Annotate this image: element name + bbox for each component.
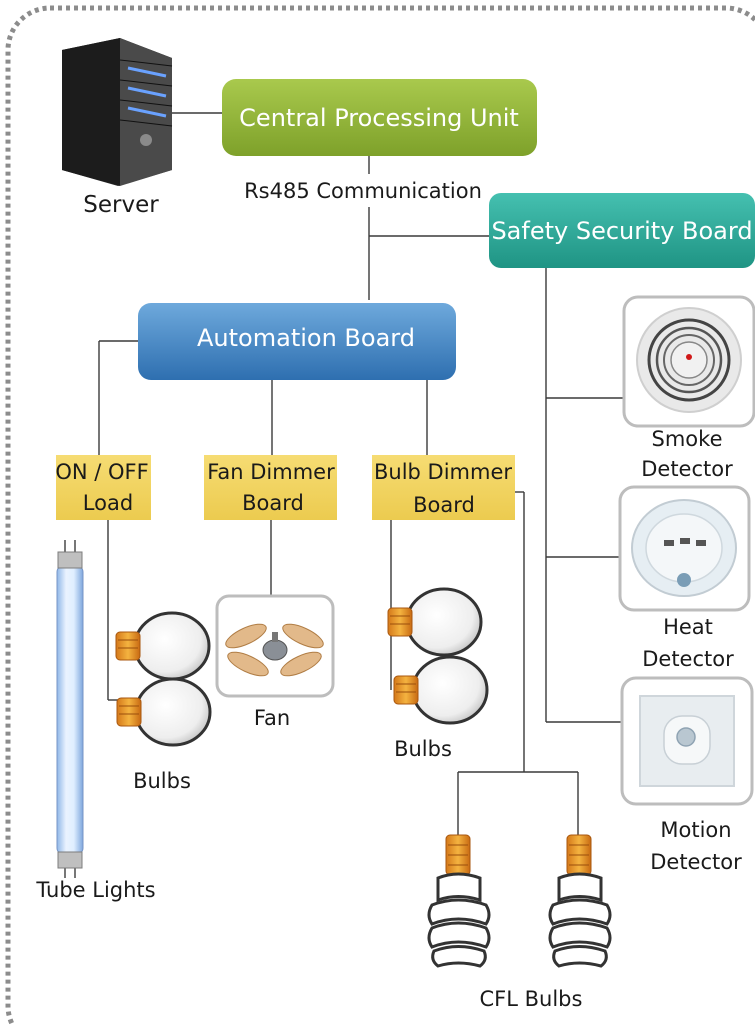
connector-lines — [98, 112, 624, 835]
cfl-bulb-icon — [427, 834, 491, 968]
tube-light-icon — [56, 540, 84, 878]
bulb-icon — [116, 677, 212, 747]
bulbs-left-label: Bulbs — [133, 769, 191, 793]
rs485-label: Rs485 Communication — [244, 179, 482, 203]
tube-lights-label: Tube Lights — [35, 878, 155, 902]
bulb-dimmer-box: Bulb Dimmer Board — [372, 455, 515, 520]
heat-label-line1: Heat — [663, 615, 713, 639]
fan-label: Fan — [254, 706, 290, 730]
motion-label-line2: Detector — [650, 850, 742, 874]
safety-security-label: Safety Security Board — [491, 217, 752, 245]
motion-label-line1: Motion — [660, 818, 731, 842]
motion-detector-icon — [620, 676, 754, 806]
fan-icon — [215, 594, 335, 698]
smoke-label-line1: Smoke — [652, 427, 723, 451]
automation-box: Automation Board — [138, 303, 456, 380]
safety-security-box: Safety Security Board — [489, 193, 755, 268]
bulb-dimmer-label-line2: Board — [413, 493, 475, 517]
cpu-label: Central Processing Unit — [239, 104, 519, 132]
automation-label: Automation Board — [197, 324, 415, 352]
fan-dimmer-label-line1: Fan Dimmer — [207, 460, 335, 484]
onoff-load-box: ON / OFF Load — [55, 455, 151, 520]
server-label: Server — [83, 192, 159, 218]
fan-dimmer-label-line2: Board — [242, 491, 304, 515]
cfl-bulbs-label: CFL Bulbs — [480, 987, 583, 1011]
bulbs-right-label: Bulbs — [394, 737, 452, 761]
bulb-icon — [387, 587, 483, 657]
fan-dimmer-box: Fan Dimmer Board — [204, 455, 337, 520]
bulb-icon — [393, 655, 489, 725]
bulb-dimmer-label-line1: Bulb Dimmer — [374, 460, 512, 484]
cpu-box: Central Processing Unit — [222, 79, 537, 156]
onoff-label-line1: ON / OFF — [55, 460, 148, 484]
server-icon — [62, 38, 173, 186]
smoke-detector-icon — [622, 295, 755, 428]
onoff-label-line2: Load — [83, 491, 133, 515]
smoke-label-line2: Detector — [641, 457, 733, 481]
heat-label-line2: Detector — [642, 647, 734, 671]
outer-frame — [5, 5, 755, 1025]
bulb-icon — [115, 611, 211, 681]
cfl-bulb-icon — [548, 834, 612, 968]
heat-detector-icon — [618, 485, 751, 612]
